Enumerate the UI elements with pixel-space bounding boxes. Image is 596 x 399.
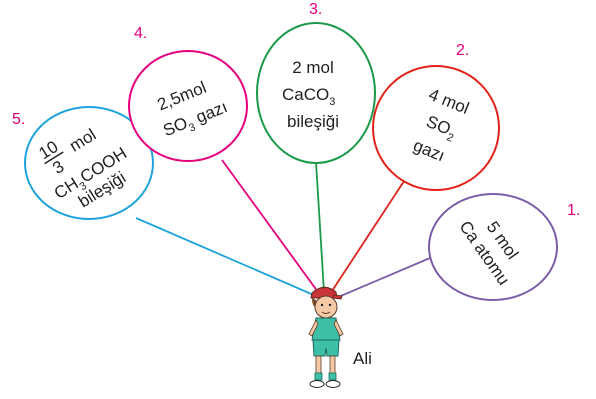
string-3 [315,161,325,293]
balloon-5-number: 5. [12,111,25,128]
balloon-3-formula: CaCO3 [282,85,335,108]
balloon-3-formula-sub: 3 [329,96,335,108]
balloon-4-number: 4. [134,25,147,42]
balloon-5-fraction-bar [44,151,64,165]
balloon-4: 4. 2,5mol SO3 gazı [128,25,248,162]
balloon-5-outline [24,106,154,220]
balloon-3-amount: 2 mol [292,58,334,77]
string-2 [329,171,411,295]
balloon-5: 5. 10 3 mol CH3COOH bileşiği [12,106,154,220]
balloon-3: 3. 2 mol CaCO3 bileşiği [256,1,376,164]
balloon-2-formula-sub: 2 [445,131,455,144]
string-5 [135,217,317,297]
person-name: Ali [353,349,372,368]
string-4 [221,159,319,293]
balloon-1: 1. 5 mol Ca atomu [428,193,580,301]
balloon-3-number: 3. [309,1,322,18]
balloon-5-formula-sub: 3 [77,180,89,193]
balloon-3-formula-part: CaCO [282,85,329,104]
balloon-3-word: bileşiği [287,112,339,131]
balloon-4-formula-sub: 3 [187,121,197,134]
balloon-4-outline [128,50,248,162]
balloon-2-number: 2. [456,42,469,59]
balloon-1-outline [428,193,558,301]
balloon-2: 2. 4 mol SO2 gazı [372,42,500,191]
balloon-strings [135,159,431,299]
boy-character-icon [308,286,344,388]
balloon-2-outline [372,65,500,191]
balloon-1-number: 1. [567,202,580,219]
string-1 [335,257,431,299]
balloon-3-outline [256,22,376,164]
